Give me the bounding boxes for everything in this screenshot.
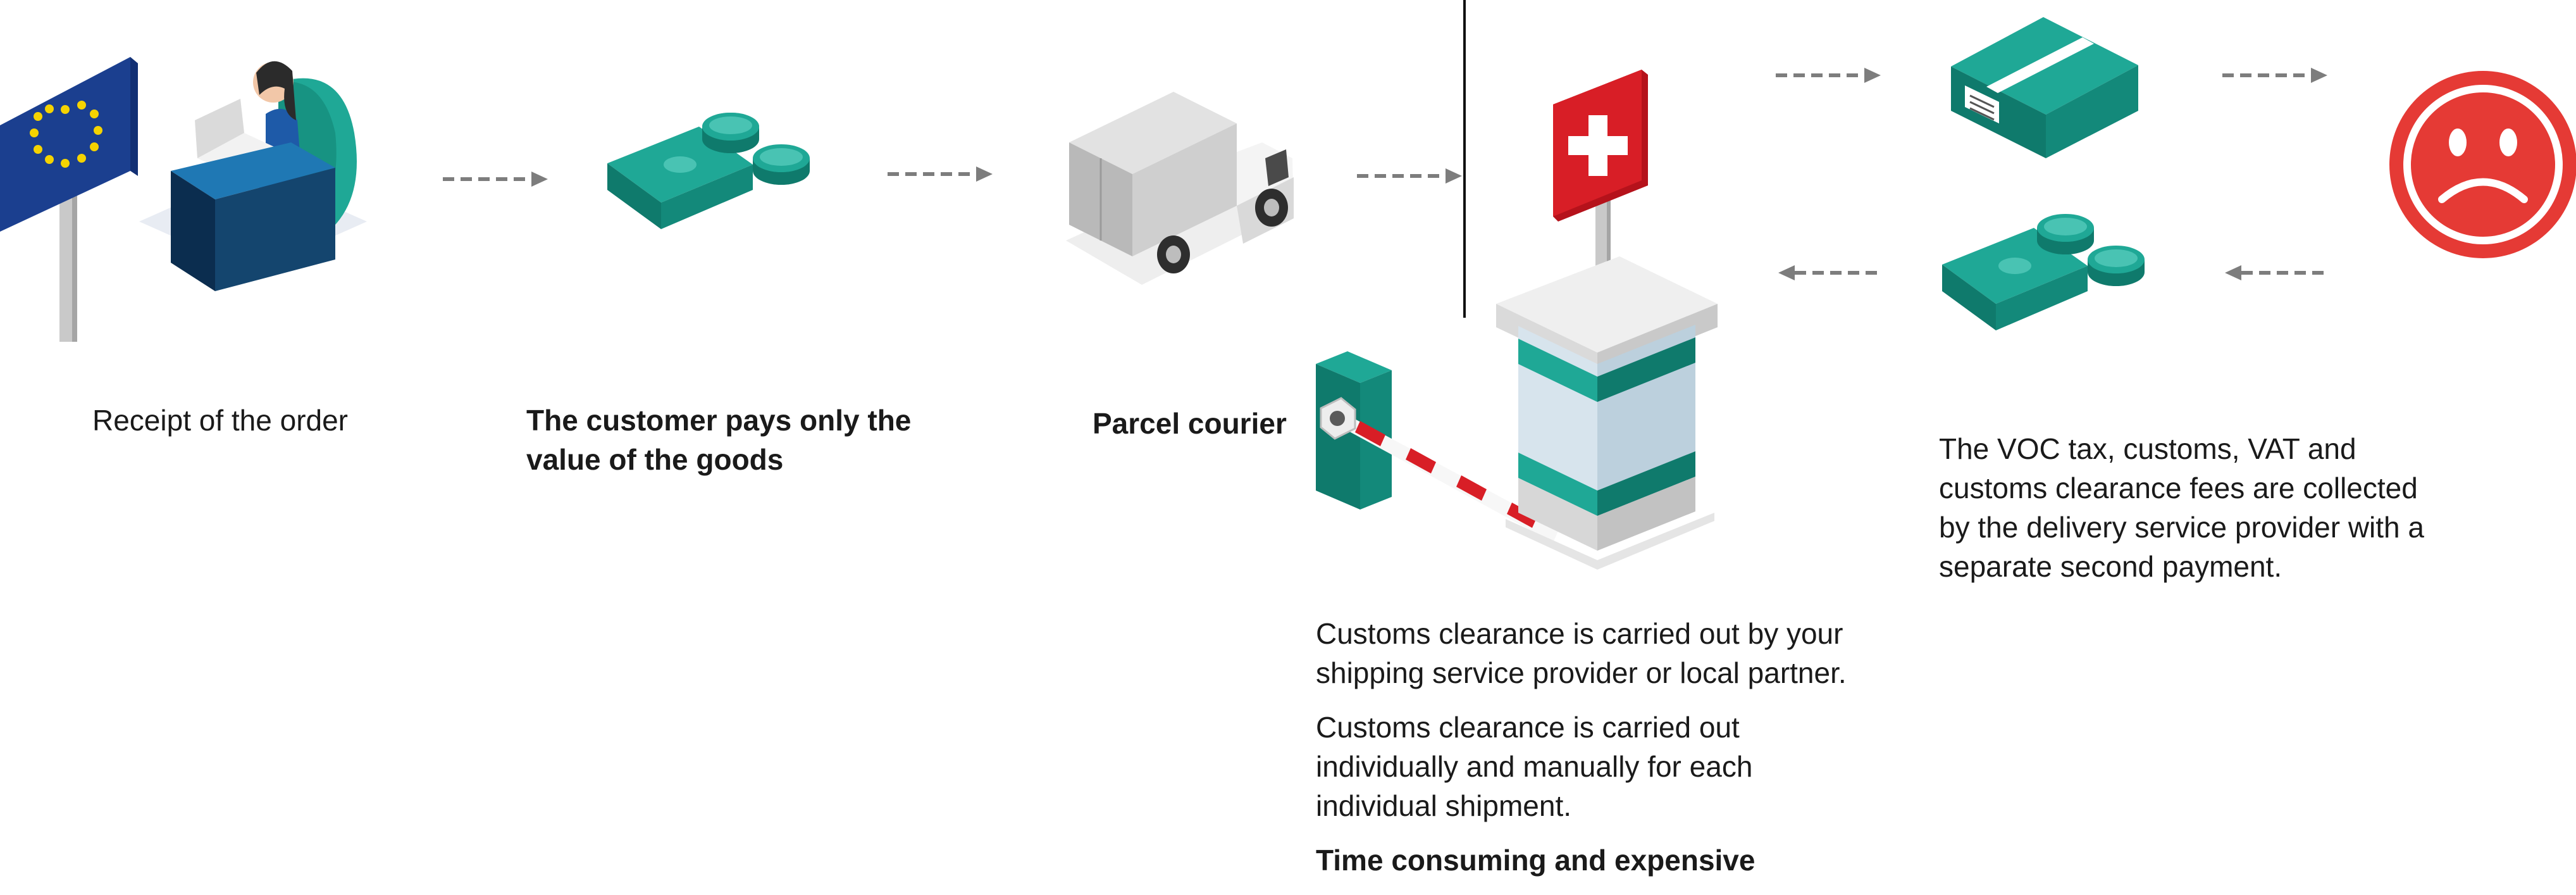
truck-icon <box>1066 92 1294 285</box>
customs-conclusion: Time consuming and expensive <box>1316 844 1756 877</box>
parcel-icon <box>1951 17 2138 158</box>
customs-paragraph-2: Customs clearance is carried out individ… <box>1316 711 1753 822</box>
pay-label: The customer pays only the value of the … <box>526 404 912 476</box>
money-icon <box>607 113 810 229</box>
customs-paragraph-1: Customs clearance is carried out by your… <box>1316 617 1847 689</box>
order-label: Receipt of the order <box>92 404 349 437</box>
arrow-right-icon <box>888 166 993 182</box>
arrow-right-icon <box>2222 68 2327 83</box>
sad-face-icon <box>2389 71 2576 258</box>
eu-flag-icon <box>0 57 138 342</box>
arrow-right-icon <box>1776 68 1881 83</box>
courier-label: Parcel courier <box>1093 407 1287 440</box>
swiss-flag-icon <box>1553 70 1648 272</box>
arrow-right-icon <box>1357 168 1462 184</box>
arrow-right-icon <box>443 172 548 187</box>
customs-booth-icon <box>1496 256 1718 570</box>
border-line <box>1463 0 1466 318</box>
customs-description: Customs clearance is carried out by your… <box>1316 614 1873 880</box>
order-desk-person-icon <box>139 61 367 291</box>
money-icon <box>1942 214 2145 330</box>
arrow-left-icon <box>1778 265 1883 280</box>
fees-label: The VOC tax, customs, VAT and customs cl… <box>1939 432 2424 583</box>
arrow-left-icon <box>2225 265 2330 280</box>
barrier-icon <box>1316 351 1559 542</box>
